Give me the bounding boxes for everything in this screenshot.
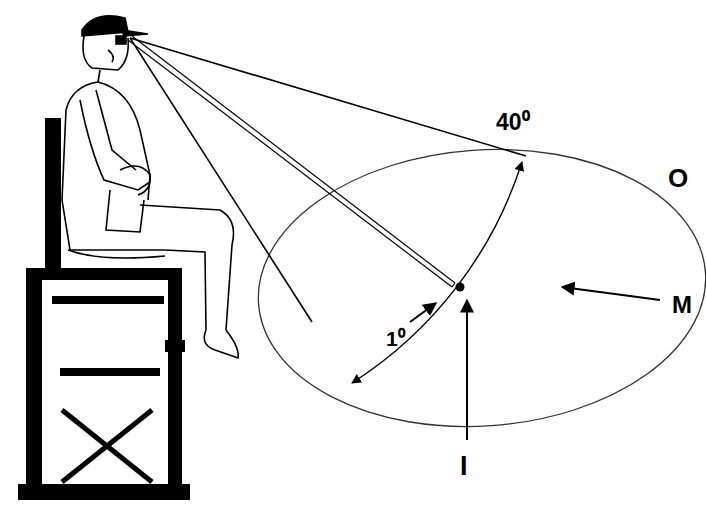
figure-label: M	[670, 292, 694, 318]
figure-label: I	[458, 452, 470, 481]
pointer-arrows	[410, 287, 660, 440]
figure-label: 1⁰	[384, 327, 407, 350]
field-ellipse	[249, 135, 706, 442]
figure-label: 40⁰	[494, 110, 532, 135]
figure-label: O	[666, 164, 690, 192]
angle-arc	[352, 162, 522, 383]
lifeguard-chair	[18, 118, 190, 500]
sight-lines	[128, 36, 526, 322]
lifeguard-figure	[62, 16, 238, 358]
chair-cross	[62, 410, 152, 482]
